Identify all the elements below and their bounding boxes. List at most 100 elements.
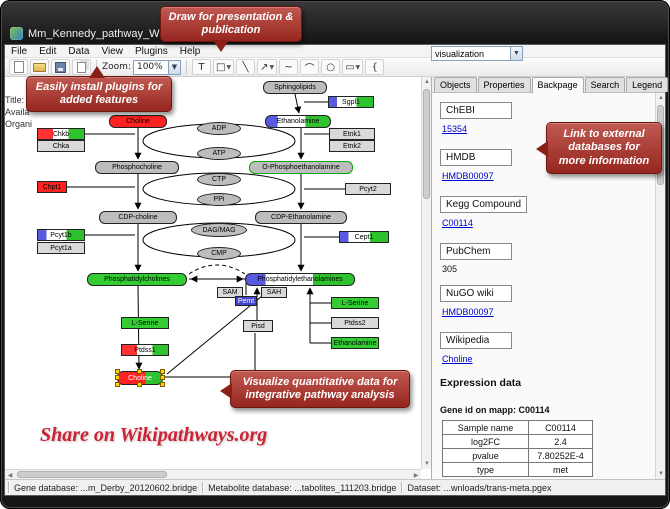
node-cdp-choline[interactable]: CDP-choline xyxy=(99,211,177,224)
nugo-link[interactable]: HMDB00097 xyxy=(442,307,494,317)
chevron-down-icon: ▼ xyxy=(269,63,275,71)
scrollbar-thumb[interactable] xyxy=(423,89,430,199)
node-pemt[interactable]: Pemt xyxy=(235,296,257,306)
selection-handle[interactable] xyxy=(115,369,120,374)
ellipse-tool-icon: ○ xyxy=(326,61,335,73)
tab-properties[interactable]: Properties xyxy=(477,77,531,92)
visualization-combobox[interactable]: visualization ▼ xyxy=(431,46,523,61)
node-sphingolipids[interactable]: Sphingolipids xyxy=(263,81,327,94)
arc-tool[interactable]: ⌒ xyxy=(300,59,320,75)
node-phosphatidylcholines[interactable]: Phosphatidylcholines xyxy=(87,273,187,286)
node-sam[interactable]: SAM xyxy=(217,287,243,298)
selection-handle[interactable] xyxy=(115,382,120,387)
menu-file[interactable]: File xyxy=(11,45,28,57)
selection-handle[interactable] xyxy=(137,382,142,387)
node-ctp[interactable]: CTP xyxy=(197,173,241,186)
open-button[interactable] xyxy=(30,59,49,75)
tab-legend[interactable]: Legend xyxy=(626,77,669,92)
node-pcyt2[interactable]: Pcyt2 xyxy=(345,183,391,195)
save-button[interactable] xyxy=(51,59,70,75)
canvas-vertical-scrollbar[interactable]: ▲ ▼ xyxy=(421,77,431,469)
node-phosphocholine[interactable]: Phosphocholine xyxy=(95,161,179,174)
node-etnk2[interactable]: Etnk2 xyxy=(329,140,375,152)
callout-visualize: Visualize quantitative data for integrat… xyxy=(220,370,410,408)
label-tool[interactable]: T xyxy=(191,59,211,75)
node-choline-selected[interactable]: Choline xyxy=(115,369,165,387)
node-cdp-ethanolamine[interactable]: CDP-Ethanolamine xyxy=(255,211,347,224)
node-ptdss1[interactable]: Ptdss1 xyxy=(121,344,169,356)
node-ppi[interactable]: PPi xyxy=(197,193,241,206)
callout-text: Link to external databases for more info… xyxy=(558,128,650,167)
selection-handle[interactable] xyxy=(160,382,165,387)
status-separator xyxy=(202,482,204,493)
node-chpt1[interactable]: Chpt1 xyxy=(37,181,67,193)
menu-edit[interactable]: Edit xyxy=(39,45,57,57)
node-pcyt1a[interactable]: Pcyt1a xyxy=(37,242,85,254)
scroll-down-icon[interactable]: ▼ xyxy=(658,471,664,477)
ellipse-tool[interactable]: ○ xyxy=(321,59,341,75)
table-cell: Sample name xyxy=(442,420,529,435)
scroll-up-icon[interactable]: ▲ xyxy=(658,95,664,101)
tab-objects[interactable]: Objects xyxy=(434,77,477,92)
node-ethanolamine[interactable]: Ethanolamine xyxy=(265,115,331,128)
node-etnk1[interactable]: Etnk1 xyxy=(329,128,375,140)
node-chka[interactable]: Chka xyxy=(37,140,85,152)
node-choline[interactable]: Choline xyxy=(109,115,167,128)
node-phosphatidylethanolamines[interactable]: Phosphatidylethanolamines xyxy=(245,273,355,286)
scroll-up-icon[interactable]: ▲ xyxy=(424,79,430,85)
arrow-tool[interactable]: ↗▼ xyxy=(257,59,278,75)
node-adp[interactable]: ADP xyxy=(197,122,241,135)
node-dag-mag[interactable]: DAG/MAG xyxy=(191,223,247,237)
open-folder-icon xyxy=(33,62,46,72)
rect-tool[interactable]: ▭▼ xyxy=(342,59,364,75)
zoom-label: Zoom: xyxy=(102,62,131,72)
selection-handle[interactable] xyxy=(115,375,120,380)
scroll-down-icon[interactable]: ▼ xyxy=(424,461,430,467)
node-ptdss2[interactable]: Ptdss2 xyxy=(331,317,379,329)
zoom-combobox[interactable]: 100% ▼ xyxy=(132,59,181,75)
chebi-link[interactable]: 15354 xyxy=(442,124,468,134)
node-pisd[interactable]: Pisd xyxy=(243,320,273,332)
menu-data[interactable]: Data xyxy=(68,45,90,57)
backpage-section-kegg: Kegg Compound C00114 xyxy=(440,194,655,237)
table-row: log2FC 2.4 xyxy=(442,434,593,449)
scroll-left-icon[interactable]: ◀ xyxy=(7,472,13,479)
kegg-link[interactable]: C00114 xyxy=(442,218,473,228)
new-button[interactable] xyxy=(9,59,28,75)
chevron-down-icon[interactable]: ▼ xyxy=(167,60,180,74)
tab-backpage[interactable]: Backpage xyxy=(531,77,584,93)
datanode-tool[interactable]: □▼ xyxy=(212,59,235,75)
selection-handle[interactable] xyxy=(137,369,142,374)
node-l-serine-right[interactable]: L-Serine xyxy=(331,297,379,309)
new-file-icon xyxy=(13,61,24,73)
expression-table: Sample name C00114 log2FC 2.4 pvalue 7.8… xyxy=(442,420,593,477)
node-cmp[interactable]: CMP xyxy=(197,247,241,260)
node-cept1[interactable]: Cept1 xyxy=(339,231,389,243)
curve-tool[interactable]: ~ xyxy=(279,59,299,75)
node-ethanolamine-small[interactable]: Ethanolamine xyxy=(331,337,379,349)
node-sgpl1[interactable]: Sgpl1 xyxy=(328,96,374,108)
menu-plugins[interactable]: Plugins xyxy=(134,45,168,57)
canvas-horizontal-scrollbar[interactable]: ◀ ▶ xyxy=(5,469,421,479)
line-tool[interactable]: ╲ xyxy=(236,59,256,75)
tab-search[interactable]: Search xyxy=(584,77,626,92)
app-client-area: File Edit Data View Plugins Help visuali… xyxy=(4,44,669,496)
menu-help[interactable]: Help xyxy=(179,45,201,57)
wikipedia-link[interactable]: Choline xyxy=(442,354,473,364)
chevron-down-icon[interactable]: ▼ xyxy=(510,47,522,60)
rect-tool-icon: ▭ xyxy=(345,61,355,73)
node-sah[interactable]: SAH xyxy=(261,287,287,298)
selection-handle[interactable] xyxy=(160,369,165,374)
node-atp[interactable]: ATP xyxy=(197,147,241,160)
node-o-phosphoethanolamine[interactable]: O-Phosphoethanolamine xyxy=(249,161,353,174)
scrollbar-thumb[interactable] xyxy=(17,471,167,478)
hmdb-link[interactable]: HMDB00097 xyxy=(442,171,494,181)
node-l-serine-left[interactable]: L-Serine xyxy=(121,317,169,329)
node-pcyt1b[interactable]: Pcyt1b xyxy=(37,229,85,241)
node-chkb[interactable]: Chkb xyxy=(37,128,85,140)
menu-view[interactable]: View xyxy=(101,45,123,57)
pathway-canvas[interactable]: Title: Availa Organi xyxy=(5,77,431,479)
brace-tool[interactable]: { xyxy=(365,59,385,75)
scroll-right-icon[interactable]: ▶ xyxy=(413,472,419,479)
selection-handle[interactable] xyxy=(160,375,165,380)
